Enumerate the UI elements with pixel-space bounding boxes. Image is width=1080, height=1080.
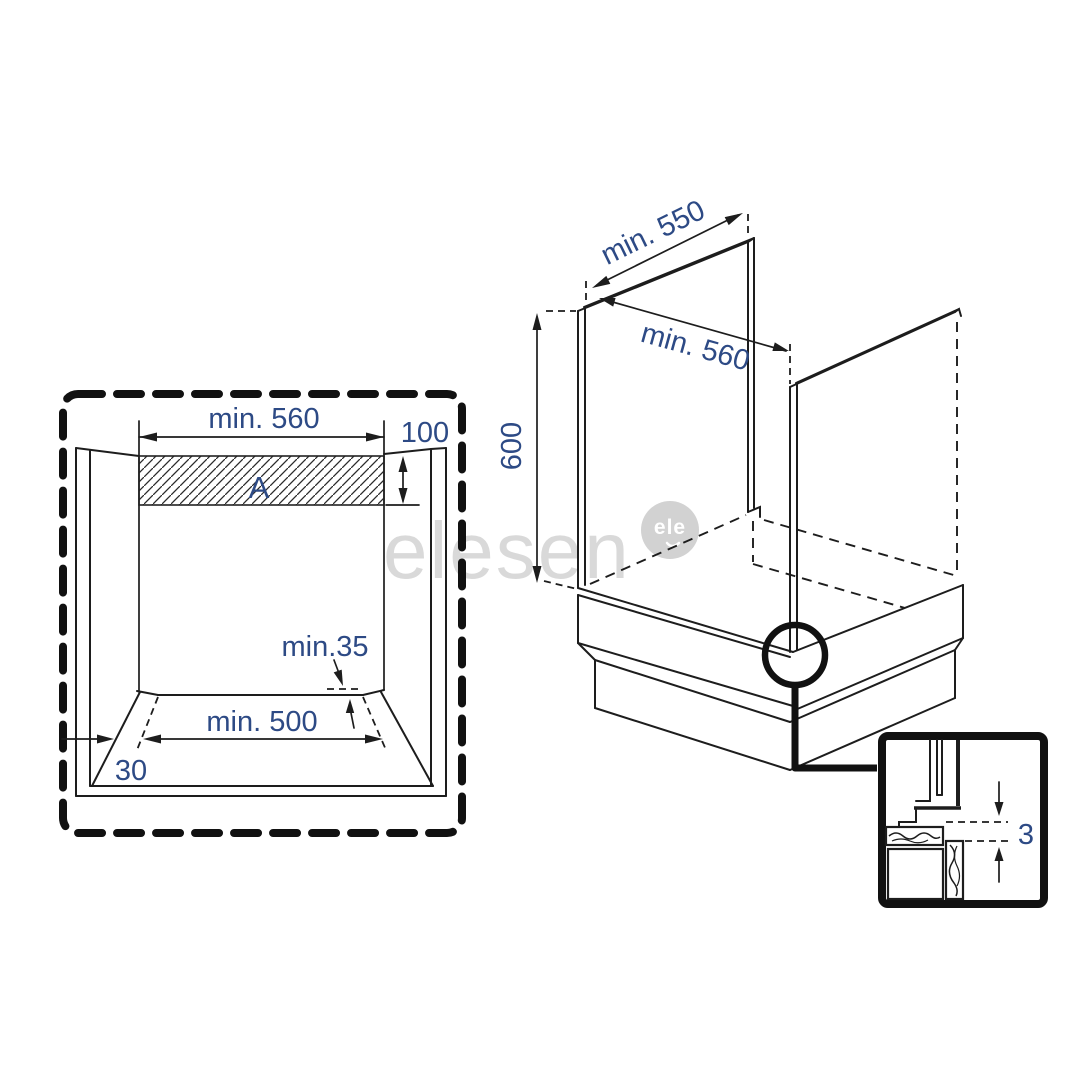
plinth-offset-label: 30 xyxy=(115,755,147,787)
niche-height-label: 600 xyxy=(496,422,528,470)
detail-inset: 3 xyxy=(878,732,1048,908)
front-view-diagram: A min. 560 100 min.3 xyxy=(59,390,466,837)
wood-grain xyxy=(888,832,941,840)
watermark-text: elesen xyxy=(383,506,631,595)
niche-height-dimension: 600 xyxy=(496,310,578,590)
base-opening-label: min. 500 xyxy=(206,706,317,738)
left-side-panel xyxy=(577,237,761,589)
watermark-badge-text: ele xyxy=(654,516,686,539)
depth-label: min. 550 xyxy=(596,194,710,272)
vent-strip: A xyxy=(138,455,385,506)
front-panel-section xyxy=(944,839,965,901)
front-width-dimension: min. 560 xyxy=(138,403,385,442)
isometric-view-diagram: 600 min. 550 min. 560 xyxy=(496,194,964,772)
wood-grain xyxy=(953,845,961,887)
gap-label: 3 xyxy=(1018,819,1034,851)
base-opening-dimension: min. 500 xyxy=(143,706,383,744)
gap-dimension: 3 xyxy=(946,781,1034,883)
watermark-badge-circle xyxy=(641,501,699,559)
oven-section-profile xyxy=(898,739,961,828)
vent-height-dimension: 100 xyxy=(385,417,449,506)
callout-connector-line xyxy=(791,685,877,772)
vent-strip-letter: A xyxy=(249,470,270,505)
bottom-clearance-label: min.35 xyxy=(281,631,368,663)
right-side-panel xyxy=(789,307,962,653)
callout-circle xyxy=(761,621,829,689)
base-opening-outline xyxy=(91,689,434,787)
hatched-area xyxy=(138,455,385,506)
wood-grain xyxy=(891,838,929,844)
detail-callout xyxy=(761,621,877,772)
base-cabinet xyxy=(577,514,964,771)
watermark-badge-smile xyxy=(665,541,681,548)
inner-width-dimension: min. 560 xyxy=(599,298,791,384)
worktop-board-section xyxy=(884,825,945,847)
dashed-boundary-border xyxy=(59,390,466,837)
watermark: elesen ele xyxy=(383,501,699,595)
plinth-offset-dimension: 30 xyxy=(61,734,147,787)
front-width-label: min. 560 xyxy=(208,403,319,435)
cabinet-panel-section xyxy=(886,847,945,901)
vent-height-label: 100 xyxy=(401,417,449,449)
bottom-clearance-dimension: min.35 xyxy=(281,631,369,729)
cabinet-wood-sections xyxy=(884,825,965,901)
cabinet-outline xyxy=(75,420,447,797)
